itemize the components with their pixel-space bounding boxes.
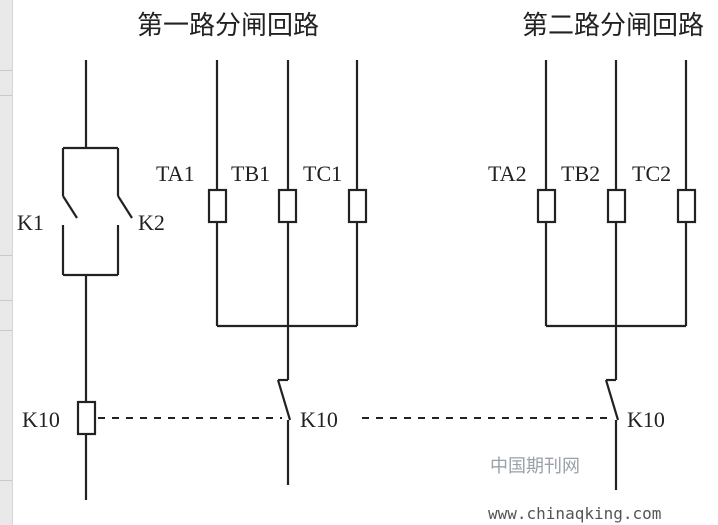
k1-label: K1 (17, 210, 44, 235)
k10-contact1-label: K10 (300, 407, 338, 432)
k2-label: K2 (138, 210, 165, 235)
circuit2-trip-coils (536, 60, 697, 490)
tc1-coil (347, 188, 368, 224)
tb1-coil (277, 188, 298, 224)
tb2-coil (606, 188, 627, 224)
tc2-coil (676, 188, 697, 224)
k1-contact (62, 195, 78, 219)
watermark-site-name: 中国期刊网 (490, 456, 580, 476)
ta1-label: TA1 (156, 161, 195, 186)
k10-contact2-label: K10 (627, 407, 665, 432)
tb1-label: TB1 (231, 161, 270, 186)
ta1-coil (207, 188, 228, 224)
k10-coil-label: K10 (22, 407, 60, 432)
ta2-coil (536, 188, 557, 224)
circuit1-title: 第一路分闸回路 (137, 11, 319, 40)
watermark-url: www.chinaqking.com (488, 504, 661, 523)
window-edge-strip (0, 0, 13, 525)
k2-contact (117, 195, 133, 219)
circuit1-trip-coils (207, 60, 368, 485)
k10-contact1-blade (276, 379, 292, 421)
ta2-label: TA2 (488, 161, 527, 186)
k1-k2-parallel-branch (61, 60, 133, 402)
k10-coil (76, 400, 97, 436)
k10-contact2-blade (604, 379, 620, 421)
tb2-label: TB2 (561, 161, 600, 186)
tc2-label: TC2 (632, 161, 671, 186)
circuit2-title: 第二路分闸回路 (522, 11, 704, 40)
tc1-label: TC1 (303, 161, 342, 186)
